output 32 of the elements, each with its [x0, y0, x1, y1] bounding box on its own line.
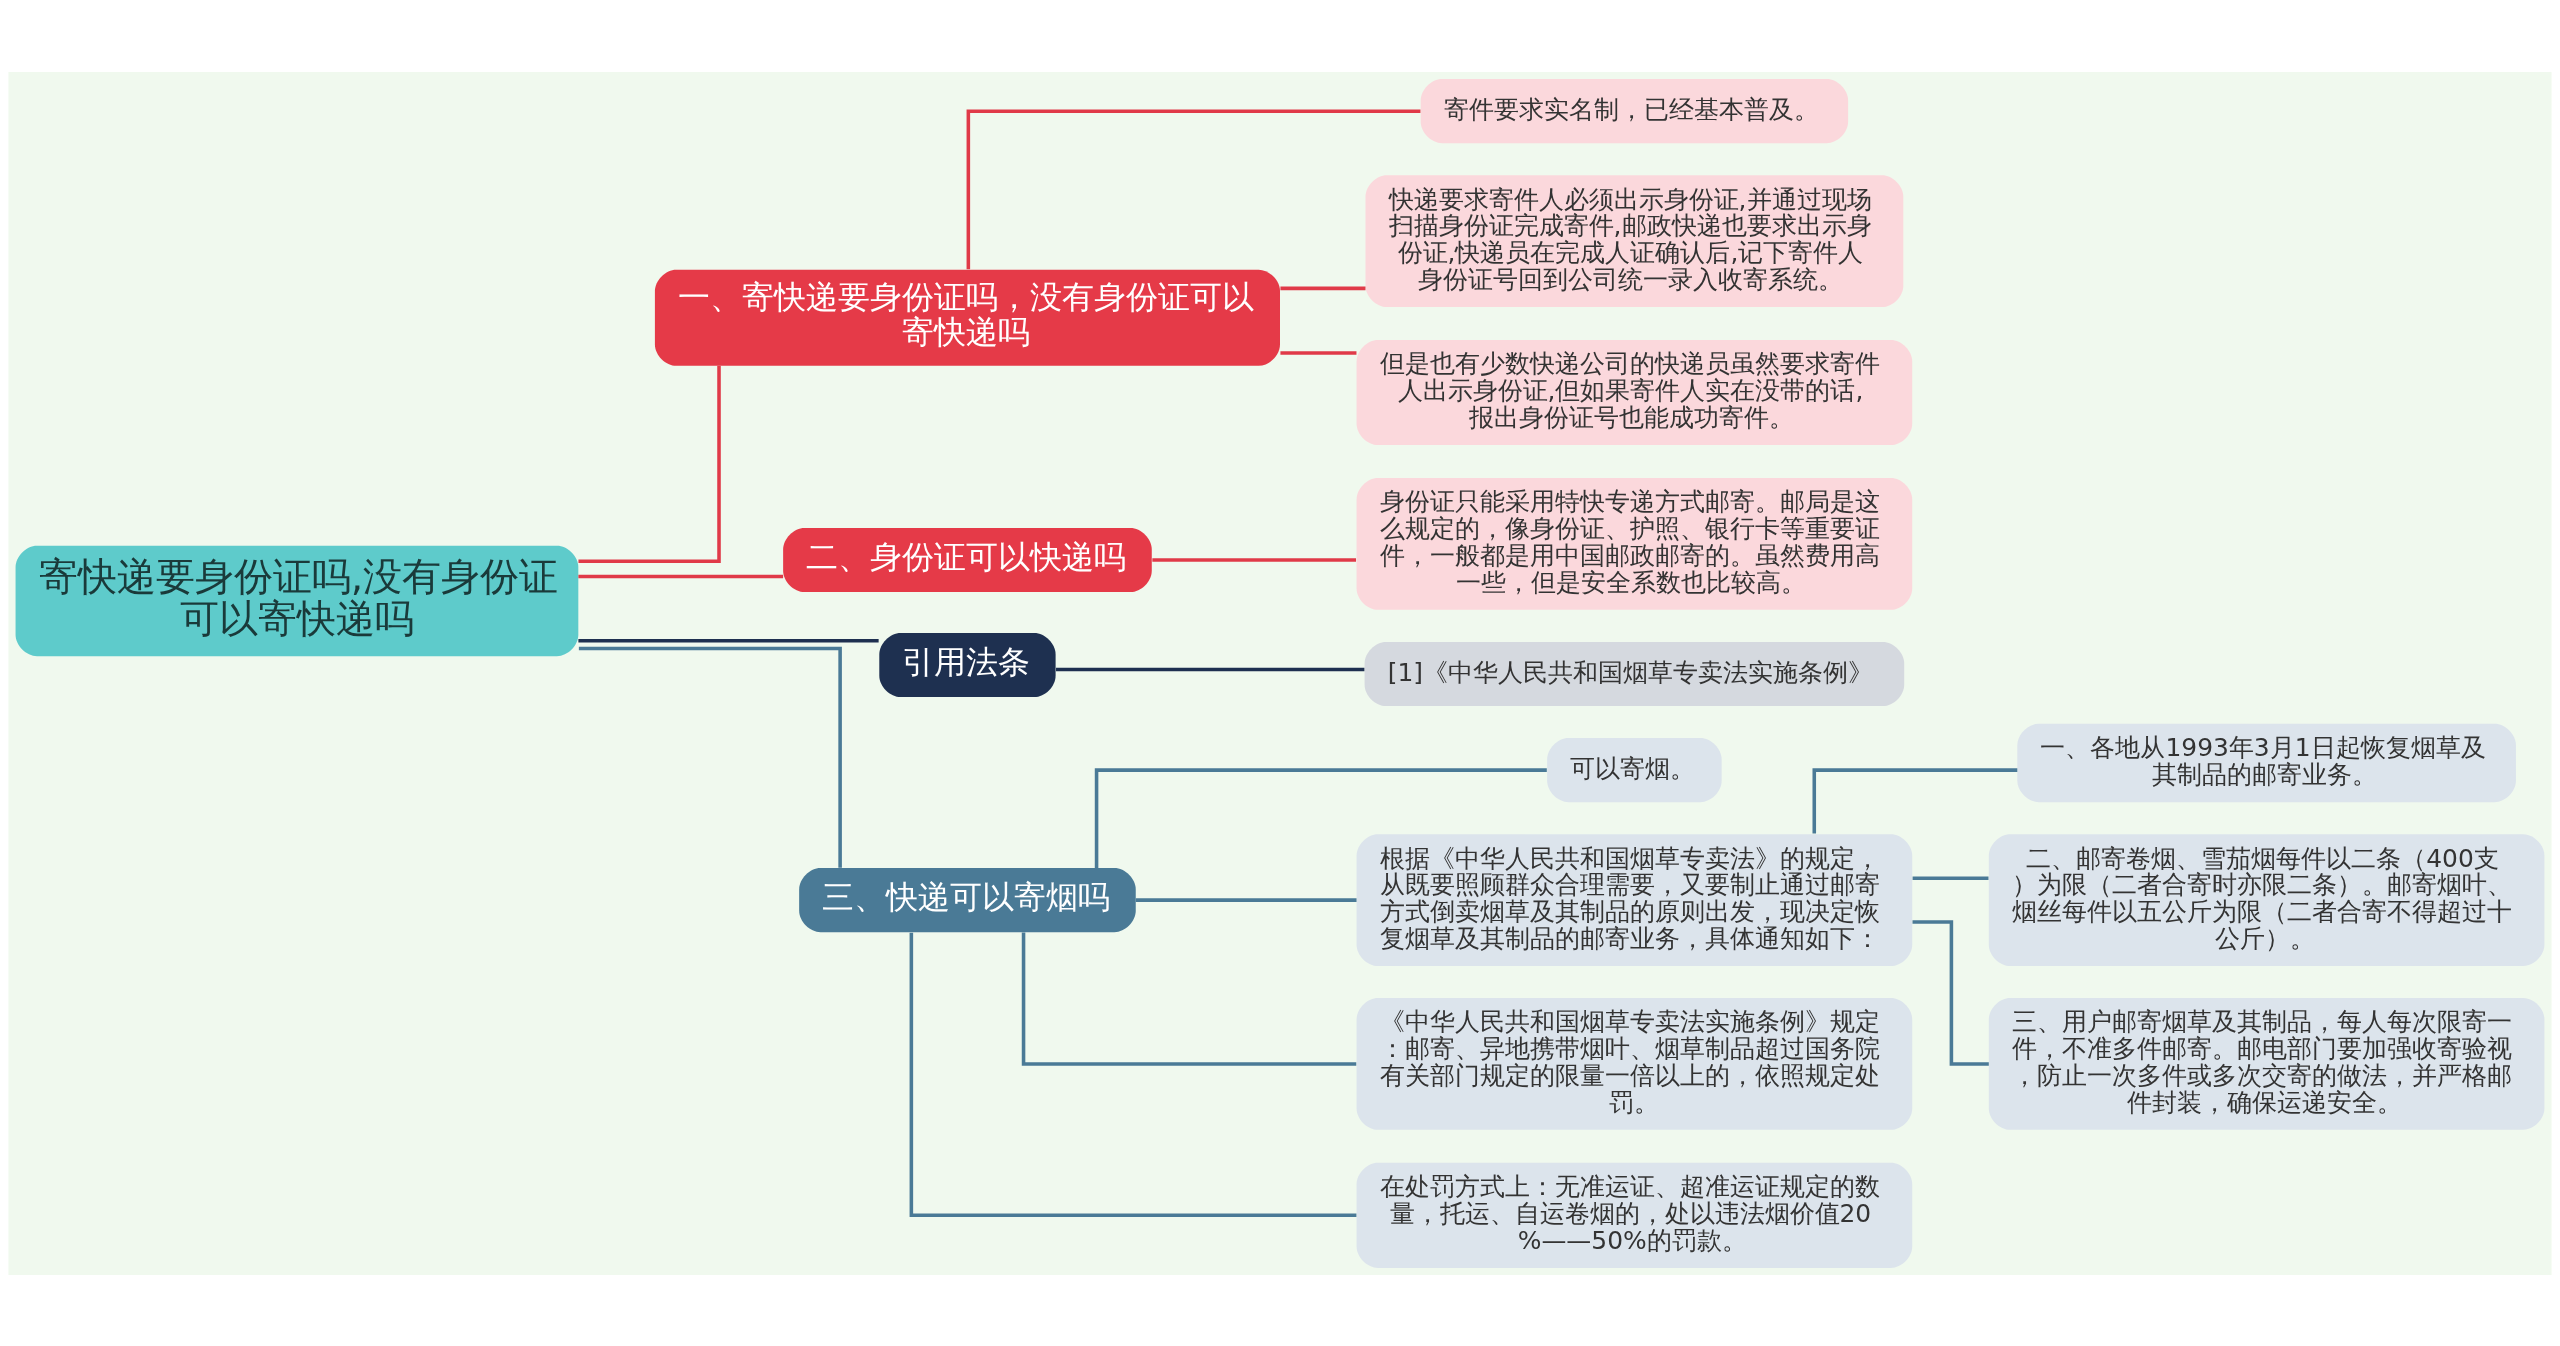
- node-box: 三、快递可以寄烟吗: [799, 867, 1136, 932]
- connector: [578, 574, 784, 578]
- node-box: 但是也有少数快递公司的快递员虽然要求寄件人出示身份证,但如果寄件人实在没带的话,报出身份证号也能成功寄件。: [1356, 339, 1913, 445]
- connector: [1135, 897, 1357, 902]
- node-box: 二、邮寄卷烟、雪茄烟每件以二条（400支）为限（二者合寄时亦限二条）。邮寄烟叶、烟丝每件以五公斤为限（二者合寄不得超过十公斤）。: [1988, 833, 2545, 966]
- connector: [578, 638, 879, 642]
- node-box: [1]《中华人民共和国烟草专卖法实施条例》: [1364, 641, 1905, 706]
- node-box: 寄快递要身份证吗,没有身份证可以寄快递吗: [15, 545, 579, 656]
- connector: [1056, 667, 1365, 671]
- node-box: 寄件要求实名制，已经基本普及。: [1420, 78, 1849, 143]
- connector: [1021, 932, 1357, 1066]
- node-box: 《中华人民共和国烟草专卖法实施条例》规定：邮寄、异地携带烟叶、烟草制品超过国务院有关部门规定的限量一倍以上的，依照规定处罚。: [1356, 997, 1913, 1130]
- node-box: 可以寄烟。: [1547, 737, 1722, 802]
- connector: [966, 108, 1421, 269]
- node-box: 身份证只能采用特快专递方式邮寄。邮局是这么规定的，像身份证、护照、银行卡等重要证件，一般都是用中国邮政邮寄的。虽然费用高一些，但是安全系数也比较高。: [1356, 477, 1913, 610]
- connector: [909, 932, 1357, 1217]
- connector: [1912, 875, 1989, 880]
- connector: [578, 646, 842, 868]
- node-box: 一、各地从1993年3月1日起恢复烟草及其制品的邮寄业务。: [2017, 723, 2516, 802]
- node-box: 根据《中华人民共和国烟草专卖法》的规定，从既要照顾群众合理需要，又要制止通过邮寄方式倒卖烟草及其制品的原则出发，现决定恢复烟草及其制品的邮寄业务，具体通知如下：: [1356, 833, 1913, 966]
- node-box: 三、用户邮寄烟草及其制品，每人每次限寄一件，不准多件邮寄。邮电部门要加强收寄验视，防止一次多件或多次交寄的做法，并严格邮件封装，确保运递安全。: [1988, 997, 2545, 1130]
- connector: [1280, 286, 1366, 290]
- node-box: 在处罚方式上：无准运证、超准运证规定的数量，托运、自运卷烟的，处以违法烟价值20%——50%的罚款。: [1356, 1162, 1913, 1268]
- connector: [1280, 350, 1357, 355]
- node-box: 快递要求寄件人必须出示身份证,并通过现场扫描身份证完成寄件,邮政快递也要求出示身份证,快递员在完成人证确认后,记下寄件人身份证号回到公司统一录入收寄系统。: [1365, 174, 1904, 307]
- connector: [1812, 767, 2018, 834]
- connector: [578, 365, 721, 563]
- node-box: 引用法条: [879, 632, 1056, 697]
- node-box: 二、身份证可以快递吗: [783, 527, 1152, 592]
- connector: [1094, 767, 1547, 868]
- node-box: 一、寄快递要身份证吗，没有身份证可以寄快递吗: [654, 269, 1280, 366]
- connector: [1152, 557, 1357, 562]
